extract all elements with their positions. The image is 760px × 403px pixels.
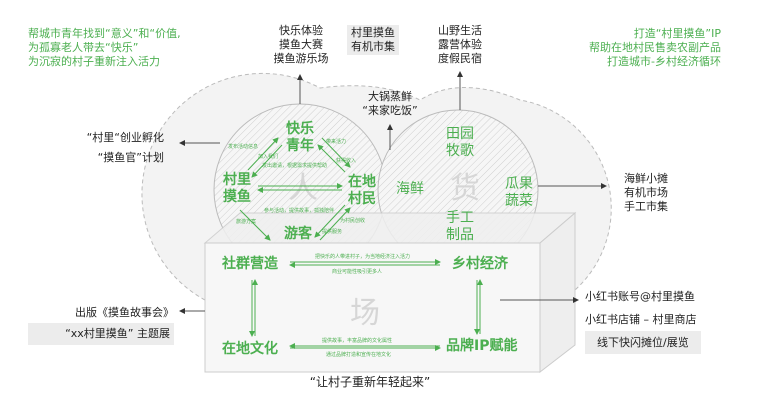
item-text: 摸鱼游乐场 (273, 52, 329, 65)
node-youth: 快乐青年 (286, 121, 314, 154)
edge-label: 提供故事，丰富品牌的文化属性 (322, 337, 392, 344)
item-text: 摸鱼大赛 (279, 38, 323, 51)
slogan: “让村子重新年轻起来” (309, 375, 431, 389)
item-text: 出版《摸鱼故事会》 (75, 306, 174, 319)
countryside-items: 山野生活 露营体验 度假民宿 (432, 24, 488, 66)
item-text: 小红书店铺 – 村里商店 (585, 313, 697, 326)
edge-label: 发出邀请，根据需求提供帮助 (262, 162, 327, 169)
edge-label: 获得收入 (336, 157, 356, 164)
item-text: 村里摸鱼 (351, 26, 395, 39)
pot-items: 大锅蒸鲜 “来家吃饭” (355, 90, 425, 118)
item-text: 快乐体验 (279, 24, 323, 37)
item-text: 有机市集 (351, 40, 395, 53)
online-items: 小红书账号@村里摸鱼 小红书店铺 – 村里商店 线下快闪摊位/展览 (585, 285, 701, 354)
place-watermark: 场 (350, 296, 380, 331)
box-top (203, 212, 577, 244)
edge-label: 加入我们 (258, 153, 278, 160)
edge-label: 为村民创收 (340, 217, 365, 224)
goals-right: 打造“村里摸鱼”IP 帮助在地村民售卖农副产品 打造城市-乡村经济循环 (545, 27, 721, 69)
item-text: 手工市集 (624, 200, 668, 213)
node-culture: 在地文化 (222, 341, 278, 357)
edge-label: 旅游方案 (236, 218, 256, 225)
item-text: 有机市场 (624, 186, 668, 199)
item-text: “xx村里摸鱼” 主题展 (28, 323, 174, 345)
node-economy: 乡村经济 (452, 256, 508, 272)
publish-items: 出版《摸鱼故事会》 “xx村里摸鱼” 主题展 (28, 303, 174, 345)
item-text: “村里“创业孵化 (86, 131, 164, 144)
node-brand: 品牌IP赋能 (446, 338, 518, 354)
item-text: 海鲜小摊 (624, 172, 668, 185)
edge-label: 把快乐的人带进村子，为当地经济注入活力 (315, 253, 410, 260)
stalls-items: 海鲜小摊 有机市场 手工市集 (624, 172, 668, 214)
item-text: 小红书账号@村里摸鱼 (585, 290, 695, 303)
item-text: 线下快闪摊位/展览 (585, 331, 701, 354)
goods-watermark: 货 (450, 171, 480, 206)
goods-fruits: 瓜果蔬菜 (505, 176, 533, 209)
item-text: “来家吃饭” (362, 104, 418, 117)
goods-crafts: 手工制品 (446, 210, 474, 243)
item-text: 露营体验 (438, 38, 482, 51)
goal-text: 帮城市青年找到“意义”和“价值, (28, 27, 181, 40)
goal-text: 为沉寂的村子重新注入活力 (28, 55, 160, 68)
edge-label: 提供服务 (322, 228, 342, 235)
market-items: 村里摸鱼 有机市集 (347, 25, 399, 55)
item-text: 山野生活 (438, 24, 482, 37)
people-watermark: 人 (288, 171, 318, 206)
goods-pastoral: 田园牧歌 (446, 126, 474, 159)
edge-label: 发布活动信息 (228, 143, 258, 150)
goal-text: 为孤寡老人带去“快乐” (28, 41, 139, 54)
goods-seafood: 海鲜 (396, 181, 424, 197)
node-community: 社群营造 (222, 256, 278, 272)
goal-text: 打造城市-乡村经济循环 (607, 55, 721, 68)
item-text: 大锅蒸鲜 (368, 90, 412, 103)
goal-text: 打造“村里摸鱼”IP (633, 27, 721, 40)
node-tourists: 游客 (284, 226, 312, 242)
goal-text: 帮助在地村民售卖农副产品 (589, 41, 721, 54)
goals-left: 帮城市青年找到“意义”和“价值, 为孤寡老人带去“快乐” 为沉寂的村子重新注入活… (28, 27, 181, 69)
node-villagers: 在地村民 (348, 174, 376, 207)
node-fish: 村里摸鱼 (223, 172, 251, 205)
item-text: 度假民宿 (438, 52, 482, 65)
edge-label: 商业可能性吸引更多人 (332, 268, 382, 275)
item-text: “摸鱼官”计划 (97, 151, 164, 164)
edge-label: 参与活动，提供故事，孤独陪伴 (264, 207, 334, 214)
fun-items: 快乐体验 摸鱼大赛 摸鱼游乐场 (268, 24, 334, 66)
edge-label: 带来活力 (326, 138, 346, 145)
edge-label: 通过品牌打造和宣传在地文化 (326, 351, 391, 358)
incubation-items: “村里“创业孵化 “摸鱼官”计划 (60, 128, 164, 168)
